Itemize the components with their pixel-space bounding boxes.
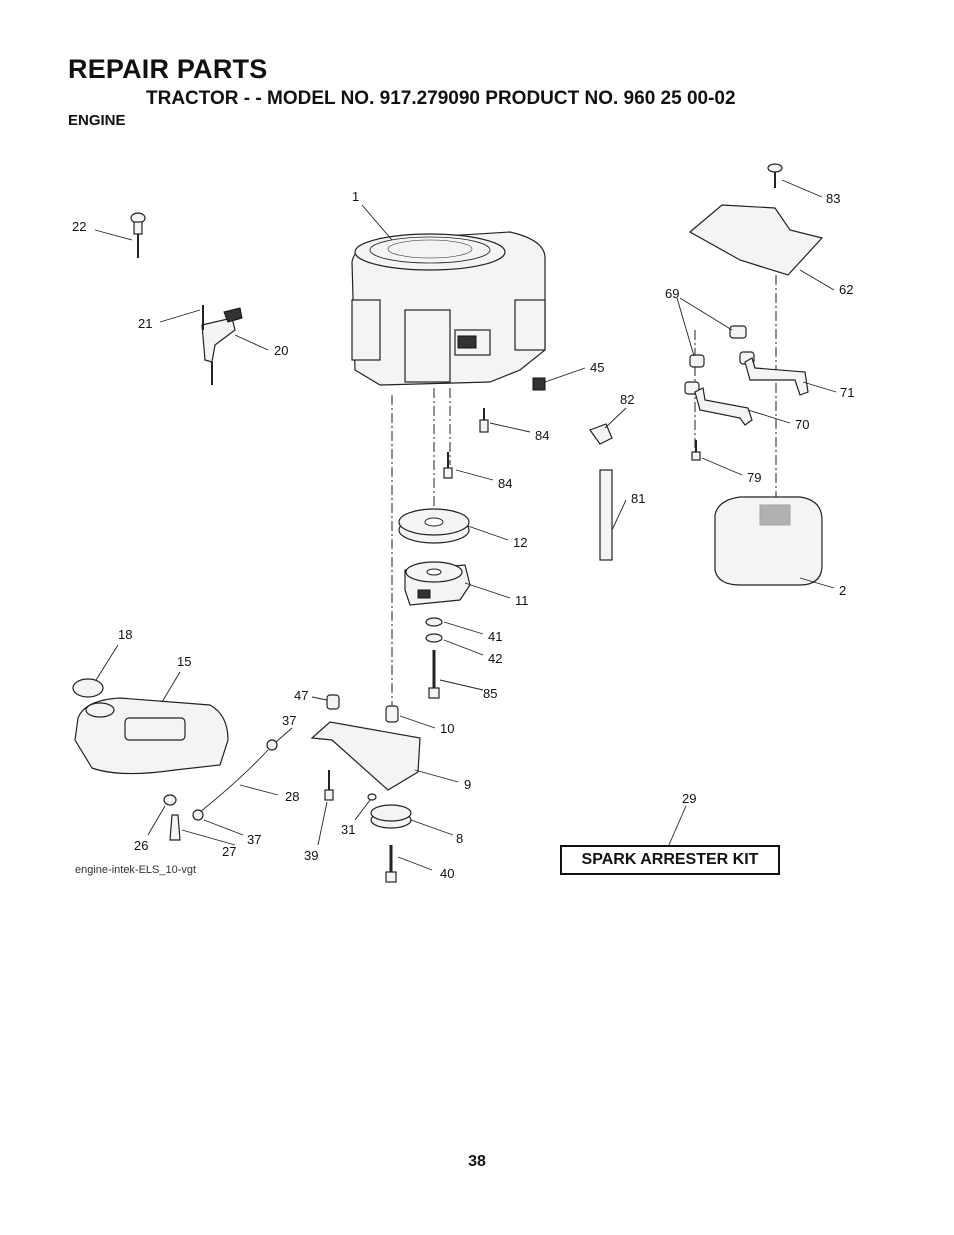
callout-label: 27 [222, 844, 236, 859]
gasket [729, 325, 747, 339]
spark-arrester-kit-box: SPARK ARRESTER KIT [560, 845, 780, 875]
bolt [691, 440, 701, 461]
callout-label: 81 [631, 491, 645, 506]
callout-label: 15 [177, 654, 191, 669]
callout-label: 22 [72, 219, 86, 234]
bolt [479, 408, 489, 433]
callout-label: 31 [341, 822, 355, 837]
callout-label: 71 [840, 385, 854, 400]
spacer [326, 694, 340, 710]
leader-lines [94, 179, 837, 871]
callout-label: 9 [464, 777, 471, 792]
bolt [385, 845, 397, 883]
callout-label: 62 [839, 282, 853, 297]
bolt [443, 452, 453, 479]
callout-label: 21 [138, 316, 152, 331]
exhaust-pipe [744, 357, 809, 396]
fuel-line [199, 749, 269, 813]
breather-tube [599, 469, 613, 561]
fuel-fitting [169, 814, 181, 841]
gasket [684, 381, 700, 395]
callout-label: 42 [488, 651, 502, 666]
callout-label: 1 [352, 189, 359, 204]
callout-label: 84 [535, 428, 549, 443]
page-title: REPAIR PARTS [68, 54, 268, 84]
page-number: 38 [468, 1153, 486, 1170]
callout-label: 37 [282, 713, 296, 728]
idler-bracket [310, 721, 421, 791]
callout-label: 18 [118, 627, 132, 642]
engine-block [351, 231, 546, 386]
heat-shield [688, 204, 824, 276]
washer [425, 617, 443, 627]
callout-label: 41 [488, 629, 502, 644]
callout-label: 79 [747, 470, 761, 485]
dipstick-cap [130, 212, 146, 258]
callout-label: 20 [274, 343, 288, 358]
callout-label: 8 [456, 831, 463, 846]
callout-label: 69 [665, 286, 679, 301]
fuel-tank [74, 697, 229, 775]
hose-clamp [266, 739, 278, 751]
bolt [324, 770, 334, 801]
nut [532, 377, 546, 391]
callout-label: 37 [247, 832, 261, 847]
callout-label: 82 [620, 392, 634, 407]
callout-label: 26 [134, 838, 148, 853]
electric-clutch [404, 561, 471, 606]
washer [425, 633, 443, 643]
elbow-fitting [589, 423, 613, 445]
callout-label: 12 [513, 535, 527, 550]
callout-label: 29 [682, 791, 696, 806]
callout-label: 11 [515, 593, 529, 608]
callout-label: 84 [498, 476, 512, 491]
bolt [767, 163, 783, 188]
callout-label: 83 [826, 191, 840, 206]
callout-label: 10 [440, 721, 454, 736]
callout-label: 47 [294, 688, 308, 703]
callout-label: 28 [285, 789, 299, 804]
throttle-bracket [201, 305, 243, 385]
callout-label: 45 [590, 360, 604, 375]
spacer [385, 705, 399, 723]
section-title: ENGINE [68, 112, 126, 129]
callout-label: 40 [440, 866, 454, 881]
callout-label: 70 [795, 417, 809, 432]
drawing-credit: engine-intek-ELS_10-vgt [75, 864, 197, 876]
bushing [163, 794, 177, 806]
engine-pulley [398, 508, 470, 544]
washer [367, 793, 377, 801]
callout-label: 2 [839, 583, 846, 598]
fuel-cap [72, 678, 104, 698]
exhaust-pipe [694, 387, 753, 426]
muffler [714, 496, 823, 586]
idler-pulley [370, 804, 412, 829]
callout-labels: 1 22 21 20 45 84 84 12 11 41 42 85 47 37… [72, 189, 854, 881]
page-subtitle: TRACTOR - - MODEL NO. 917.279090 PRODUCT… [146, 88, 736, 109]
gasket [689, 354, 705, 368]
bolt [428, 650, 440, 699]
callout-label: 39 [304, 848, 318, 863]
callout-label: 85 [483, 686, 497, 701]
hose-clamp [192, 809, 204, 821]
